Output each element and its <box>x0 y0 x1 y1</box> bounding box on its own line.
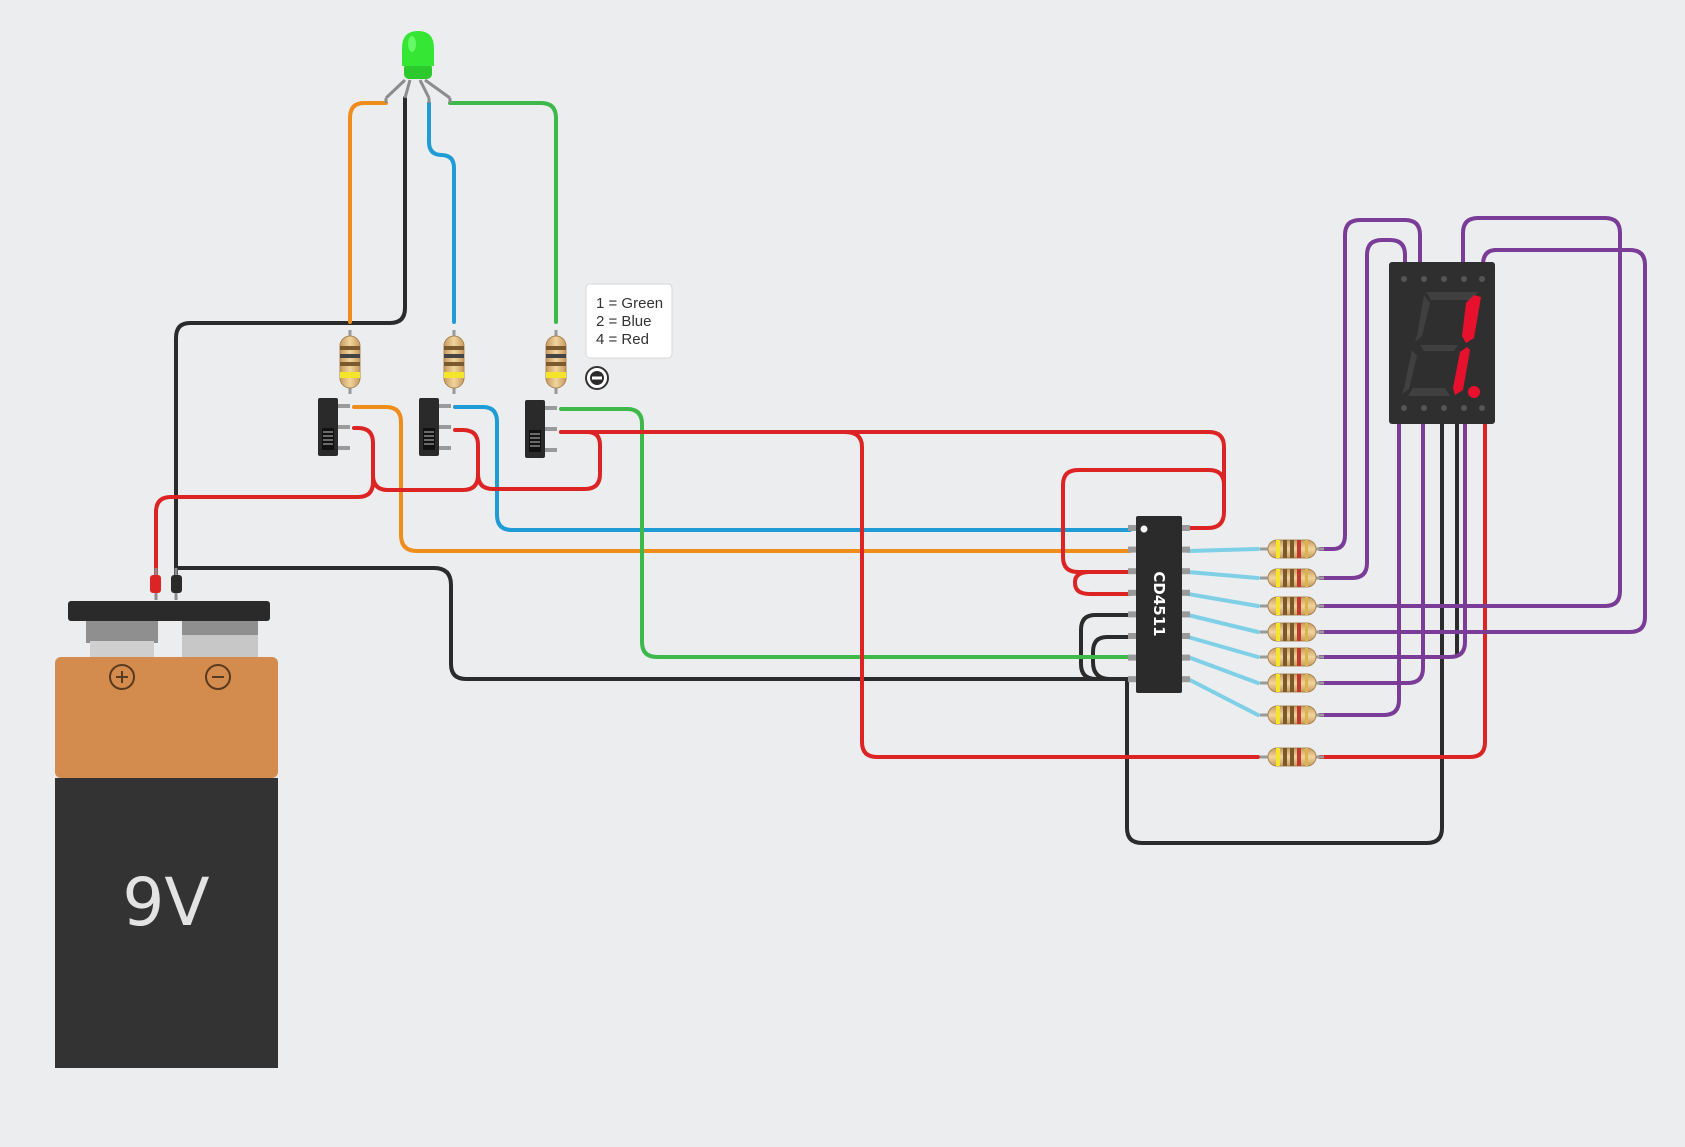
wire-green-switch-to-ic[interactable] <box>559 407 1132 659</box>
display-wires <box>1318 216 1647 717</box>
ic-pin-right-7[interactable] <box>1181 654 1190 661</box>
wire-ic-out-b[interactable] <box>1186 570 1260 580</box>
ic-pin-right-8[interactable] <box>1181 676 1190 683</box>
wire-black-battery-to-ic[interactable] <box>174 566 1132 681</box>
note-line-2: 2 = Blue <box>596 313 651 330</box>
wire-ic-out-d[interactable] <box>1186 613 1260 634</box>
wire-red-to-dp-resistor[interactable] <box>843 430 1260 759</box>
resistor-seg-1[interactable] <box>1258 538 1326 560</box>
ic-cd4511[interactable]: CD4511 <box>1128 516 1190 693</box>
segments-on <box>1453 295 1481 398</box>
ic-pin-left-4[interactable] <box>1128 589 1137 596</box>
wire-ic-out-e[interactable] <box>1186 635 1260 659</box>
wire-purple-2[interactable] <box>1318 238 1407 580</box>
slide-switch-2[interactable] <box>418 397 452 457</box>
wire-orange-switch-to-ic[interactable] <box>352 405 1132 553</box>
ic-pin-left-1[interactable] <box>1128 525 1137 531</box>
ic-pin-right-3[interactable] <box>1181 568 1190 575</box>
segments-off <box>1402 292 1478 396</box>
wire-black-ic-loop-1[interactable] <box>1079 613 1132 681</box>
wire-ic-out-f[interactable] <box>1186 655 1260 685</box>
seven-segment-display[interactable] <box>1389 262 1495 424</box>
ic-pin-left-2[interactable] <box>1128 546 1137 553</box>
ic-pin-left-5[interactable] <box>1128 611 1137 618</box>
rgb-led[interactable] <box>384 31 452 103</box>
wire-purple-3[interactable] <box>1318 216 1622 608</box>
ic-pin-right-1[interactable] <box>1181 525 1190 531</box>
ic-pin-left-7[interactable] <box>1128 654 1137 661</box>
battery-9v[interactable]: 9V <box>55 568 278 1068</box>
resistor-dp[interactable] <box>1258 746 1326 768</box>
wire-red-ic-pin-bridge[interactable] <box>1073 570 1132 596</box>
resistor-green-line[interactable] <box>544 328 568 396</box>
resistor-seg-4[interactable] <box>1258 621 1326 643</box>
ic-pin-right-4[interactable] <box>1181 589 1190 596</box>
wire-black-ic-loop-2[interactable] <box>1091 635 1132 681</box>
wire-orange[interactable] <box>348 101 388 324</box>
note-tooltip[interactable]: 1 = Green 2 = Blue 4 = Red <box>585 283 673 359</box>
ic-pins-right <box>1181 525 1190 683</box>
wire-ic-out-c[interactable] <box>1186 592 1260 608</box>
wires <box>154 96 1647 845</box>
wire-purple-1[interactable] <box>1318 218 1422 551</box>
resistor-seg-2[interactable] <box>1258 567 1326 589</box>
wire-purple-7[interactable] <box>1318 418 1401 717</box>
resistor-seg-3[interactable] <box>1258 595 1326 617</box>
resistor-seg-7[interactable] <box>1258 704 1326 726</box>
ic-pins-left <box>1128 525 1137 683</box>
battery-label: 9V <box>122 864 209 941</box>
wire-red-battery-pos[interactable] <box>154 426 375 584</box>
wire-black-led-common[interactable] <box>174 96 407 584</box>
resistor-blue-line[interactable] <box>442 328 466 396</box>
ic-pin-left-3[interactable] <box>1128 568 1137 575</box>
slide-switch-3[interactable] <box>524 399 558 459</box>
ic-output-wires <box>1186 547 1260 717</box>
wire-green[interactable] <box>448 101 558 324</box>
ic-pin-left-8[interactable] <box>1128 676 1137 683</box>
wire-red-switch-1-2[interactable] <box>371 428 480 492</box>
ic-pin-left-6[interactable] <box>1128 633 1137 639</box>
wire-purple-4[interactable] <box>1318 248 1647 634</box>
wire-red-switch-2-3[interactable] <box>476 430 602 491</box>
ic-label: CD4511 <box>1150 571 1168 636</box>
wire-red-ic-vdd-loop[interactable] <box>1061 468 1226 574</box>
wire-ic-out-a[interactable] <box>1186 547 1260 553</box>
resistor-orange-line[interactable] <box>338 328 362 396</box>
wire-purple-6[interactable] <box>1318 418 1425 685</box>
plus-icon <box>109 664 135 690</box>
wire-blue[interactable] <box>427 101 456 324</box>
ic-pin-right-2[interactable] <box>1181 546 1190 553</box>
note-line-1: 1 = Green <box>596 295 663 312</box>
ic-pin-right-5[interactable] <box>1181 611 1190 618</box>
resistor-seg-5[interactable] <box>1258 646 1326 668</box>
wire-red-switch-3-to-ic-top[interactable] <box>559 430 1226 530</box>
wire-ic-out-g[interactable] <box>1186 677 1260 717</box>
wire-purple-5[interactable] <box>1318 418 1467 659</box>
ic-pin-right-6[interactable] <box>1181 633 1190 639</box>
wire-blue-switch-to-ic[interactable] <box>453 405 1132 532</box>
minus-icon <box>205 664 231 690</box>
resistor-seg-6[interactable] <box>1258 672 1326 694</box>
minus-circle-icon[interactable] <box>585 366 609 390</box>
battery-negative-clip <box>171 575 182 593</box>
wire-red-dp[interactable] <box>1318 418 1487 759</box>
wire-black-ic-to-display[interactable] <box>1125 418 1444 845</box>
slide-switch-1[interactable] <box>317 397 351 457</box>
battery-positive-clip <box>150 575 161 593</box>
note-line-3: 4 = Red <box>596 331 649 348</box>
